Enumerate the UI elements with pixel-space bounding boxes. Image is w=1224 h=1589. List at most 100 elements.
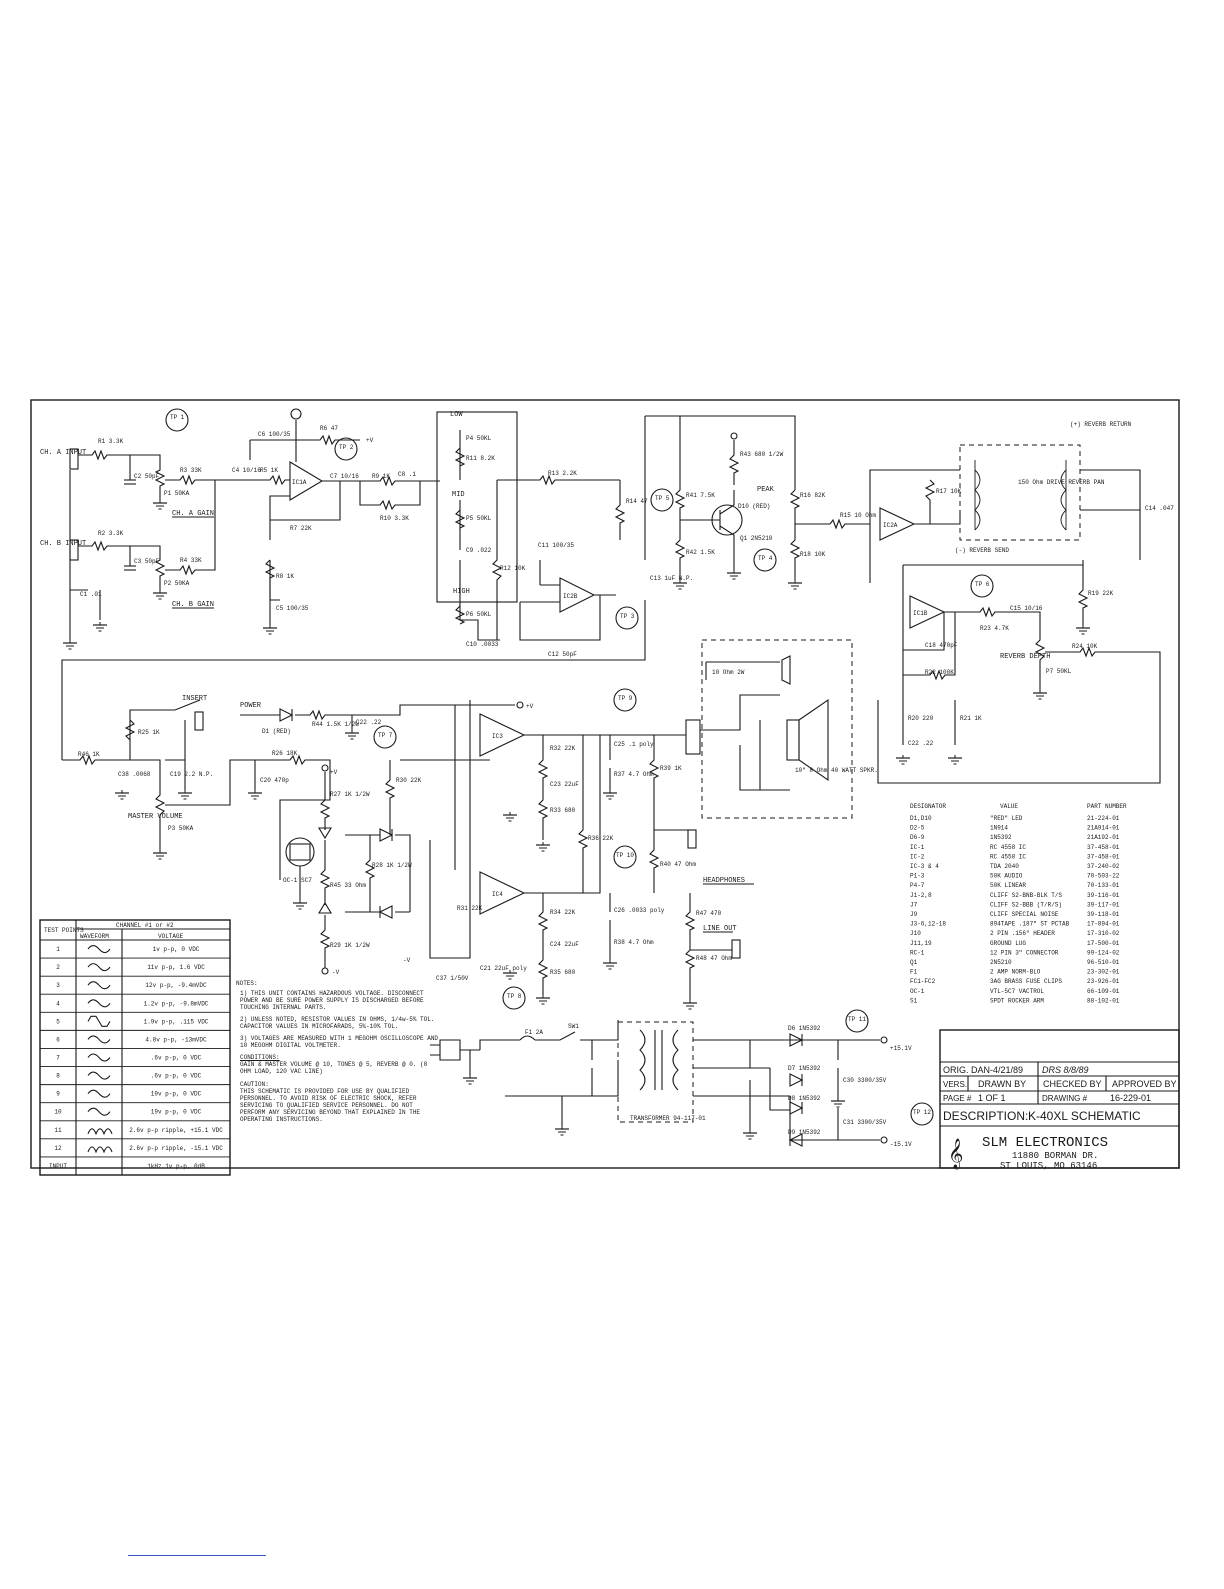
bom-cell: OC-1 [910, 988, 925, 995]
tp-table-point: 6 [56, 1036, 60, 1043]
line-out-label: LINE OUT [703, 925, 737, 933]
bom-header-part-number: PART NUMBER [1087, 803, 1127, 810]
tp-table-voltage: 2.6v p-p ripple, -15.1 VDC [129, 1145, 223, 1152]
testpoint-7 [373, 725, 397, 749]
ch-a-gain-label: CH. A GAIN [172, 510, 214, 518]
bom-table: DESIGNATOR VALUE PART NUMBER D1,D10"RED"… [910, 803, 1127, 1004]
tone-network-box [436, 411, 518, 603]
limiter-section: OC-1 SC7 +V -V R27 1K 1/2W R45 33 Ohm R2… [283, 760, 422, 976]
c15-label: C15 10/16 [1010, 605, 1043, 612]
bom-cell: TDA 2040 [990, 863, 1019, 870]
tp-table-point: INPUT [49, 1163, 67, 1170]
oc1-label: OC-1 SC7 [283, 877, 312, 884]
insert-jack-j7 [194, 711, 204, 731]
c26-label: C26 .0033 poly [614, 907, 665, 914]
tp-table-header-waveform: WAVEFORM [80, 933, 109, 940]
r45-label: R45 33 Ohm [330, 882, 366, 889]
vers-label: VERS. [943, 1080, 967, 1089]
transformer-label: TRANSFORMER 94-117-01 [630, 1115, 706, 1122]
r44-label: R44 1.5K 1/2W [312, 721, 359, 728]
d9-label: D9 1N5392 [788, 1129, 821, 1136]
testpoint-10-label: TP 10 [616, 852, 634, 859]
ic2b-label: IC2B [563, 593, 578, 600]
r8-label: R8 1K [276, 573, 294, 580]
note-3: 3) VOLTAGES ARE MEASURED WITH 1 MEGOHM O… [240, 1035, 439, 1049]
bom-cell: 17-894-01 [1087, 921, 1120, 928]
plus-v-label-2: +V [526, 703, 534, 710]
description-value: K-40XL SCHEMATIC [1028, 1109, 1141, 1123]
testpoint-7-label: TP 7 [378, 732, 393, 739]
r23-label: R23 4.7K [980, 625, 1009, 632]
bom-cell: 17-500-01 [1087, 940, 1120, 947]
r19-label: R19 22K [1088, 590, 1114, 597]
waveform-icon [87, 981, 111, 990]
r42-label: R42 1.5K [686, 549, 715, 556]
c5-label: C5 100/35 [276, 605, 309, 612]
testpoint-1-label: TP 1 [170, 414, 185, 421]
bom-cell: FC1-FC2 [910, 978, 936, 985]
bom-cell: 70-503-22 [1087, 873, 1120, 880]
tp-table-point: 4 [56, 1000, 60, 1007]
minus-15v-label: -15.1V [890, 1141, 912, 1148]
reverb-tank-box [959, 444, 1081, 541]
bom-cell: 23-926-01 [1087, 978, 1120, 985]
ch-b-gain-label: CH. B GAIN [172, 601, 214, 609]
d10-label: D10 (RED) [738, 503, 770, 510]
r38-label: R38 4.7 Ohm [614, 939, 654, 946]
caution-heading: CAUTION: [240, 1081, 269, 1088]
ic2a-opamp [879, 507, 916, 541]
tp-table-header-voltage: VOLTAGE [158, 933, 184, 940]
r18-label: R18 10K [800, 551, 826, 558]
bom-cell: CLIFF SPECIAL NOISE [990, 911, 1059, 918]
minus-v-label-2: -V [403, 957, 411, 964]
bom-cell: 17-310-02 [1087, 930, 1120, 937]
bom-cell: RC 4558 IC [990, 844, 1026, 851]
tp-table-voltage: 1.2v p-p, -9.8mVDC [144, 1000, 209, 1007]
p5-label: P5 50KL [466, 515, 492, 522]
testpoint-6-label: TP 6 [975, 581, 990, 588]
tp-table-voltage: .6v p-p, 0 VDC [151, 1073, 202, 1080]
r22-label: R22 100K [925, 669, 954, 676]
c22-label: C22 .22 [908, 740, 934, 747]
bom-cell: J11,19 [910, 940, 932, 947]
bom-cell: 21A192-01 [1087, 834, 1120, 841]
r9-label: R9 1K [372, 473, 390, 480]
r26-label: R26 18K [272, 750, 298, 757]
master-volume-label: MASTER VOLUME [128, 813, 183, 821]
transformer-box [617, 1021, 694, 1123]
bom-cell: S1 [910, 997, 918, 1004]
c30-label: C30 3300/35V [843, 1077, 887, 1084]
bom-cell: 23-302-01 [1087, 969, 1120, 976]
bom-cell: 39-116-01 [1087, 892, 1120, 899]
ic1b-opamp [909, 595, 946, 629]
note-2: 2) UNLESS NOTED, RESISTOR VALUES IN OHMS… [240, 1016, 435, 1030]
c1-label: C1 .01 [80, 591, 102, 598]
c7-label: C7 10/16 [330, 473, 359, 480]
c11-label: C11 100/35 [538, 542, 574, 549]
approved-by-label: APPROVED BY [1112, 1079, 1177, 1089]
bom-cell: J1-2,8 [910, 892, 932, 899]
tp-table-point: 3 [56, 982, 60, 989]
bom-cell: 96-510-01 [1087, 959, 1120, 966]
page-link-underline[interactable] [128, 1555, 266, 1556]
tp-table-point: 7 [56, 1055, 60, 1062]
peak-label: PEAK [757, 486, 775, 494]
c20-label: C20 470p [260, 777, 289, 784]
c12-label: C12 50pF [548, 651, 577, 658]
tp-table-header-points: TEST POINTS [44, 927, 84, 934]
tp-table-voltage: 11v p-p, 1.6 VDC [147, 964, 205, 971]
bom-cell: GROUND LUG [990, 940, 1026, 947]
master-insert-section: INSERT R25 1K R46 1K C38 .0068 C19 2.2 N… [62, 695, 534, 880]
bom-cell: D1,D10 [910, 815, 932, 822]
bom-cell: P4-7 [910, 882, 925, 889]
testpoint-1 [165, 408, 189, 432]
reverb-depth-label: REVERB DEPTH [1000, 653, 1050, 661]
tweeter [781, 655, 791, 685]
testpoint-2-label: TP 2 [339, 444, 354, 451]
plus-v-label-3: +V [330, 769, 338, 776]
ic2a-label: IC2A [883, 522, 898, 529]
c24-label: C24 22uF [550, 941, 579, 948]
peak-indicator: R43 680 1/2W D10 (RED) Q1 2N5210 PEAK R4… [645, 415, 826, 590]
testpoint-2 [334, 437, 358, 461]
